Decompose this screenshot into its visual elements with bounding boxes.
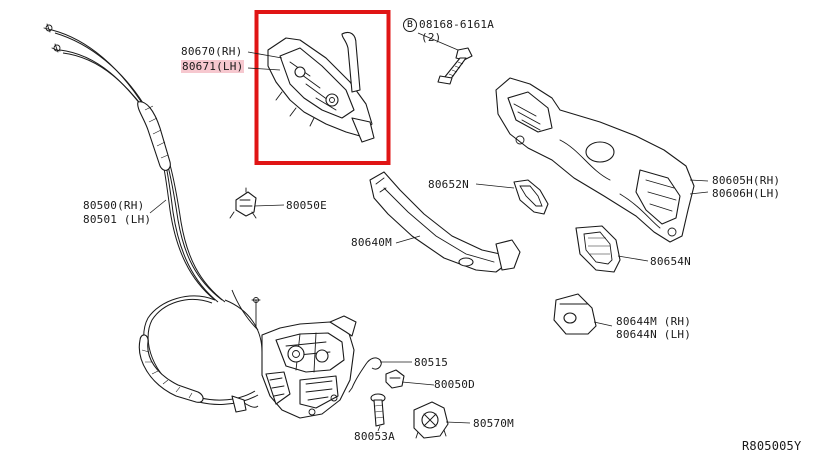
key-escutcheon[interactable] [553,293,597,335]
label-80606h-lh: 80606H(LH) [712,187,781,200]
label-80570m: 80570M [473,417,514,430]
label-80654n: 80654N [650,255,691,268]
clip-80050e[interactable] [229,187,257,219]
label-80652n: 80652N [428,178,469,191]
diagram-id: R805005Y [742,439,802,453]
label-80671-lh: 80671(LH) [181,60,245,73]
label-80050e: 80050E [286,199,327,212]
label-80670-rh: 80670(RH) [181,45,243,58]
cap-80570m[interactable] [413,401,449,439]
label-80500-rh: 80500(RH) [83,199,145,212]
label-80501-lh: 80501 (LH) [83,213,152,226]
gasket-rear-80654n[interactable] [575,225,621,273]
leader-lines [149,32,709,432]
label-80050d: 80050D [434,378,475,391]
cable-assembly[interactable] [43,23,263,413]
label-bolt-code: 08168-6161A [419,18,495,31]
spring-80515[interactable] [348,357,382,393]
label-80053a: 80053A [354,430,395,443]
gasket-front-80652n[interactable] [513,179,549,215]
label-80644n-lh: 80644N (LH) [616,328,692,341]
bolt-marker-b: B [403,18,417,32]
highlight-box [254,10,391,165]
outside-handle-frame[interactable] [495,77,695,243]
outside-door-handle[interactable] [369,171,521,273]
label-80644m-rh: 80644M (RH) [616,315,692,328]
label-80640m: 80640M [351,236,392,249]
label-80515: 80515 [414,356,449,369]
label-bolt-qty: (2) [421,31,442,44]
label-80605h-rh: 80605H(RH) [712,174,781,187]
bolt-08168-6161a[interactable] [437,47,473,85]
door-latch-assembly[interactable] [261,315,357,419]
screw-80053a[interactable] [370,393,386,427]
inside-handle-bracket[interactable] [267,31,375,143]
highlighted-part-number: 80671(LH) [181,60,245,73]
clip-80050d[interactable] [385,369,405,389]
